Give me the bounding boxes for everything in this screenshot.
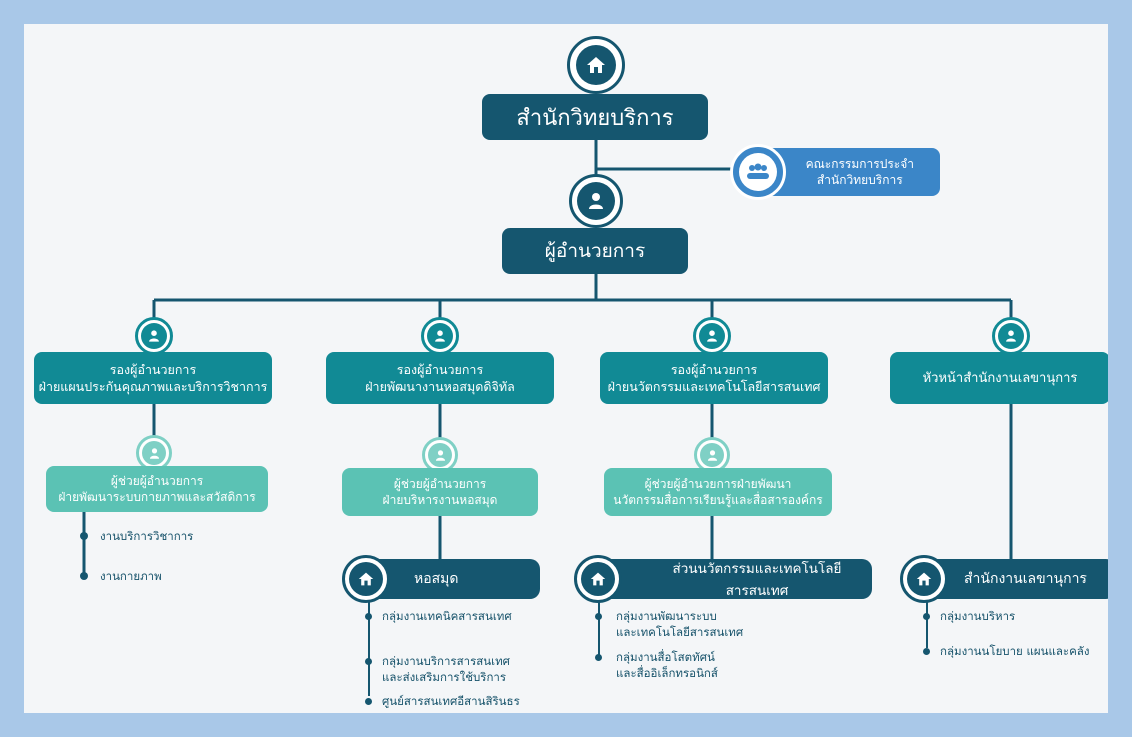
assistant1-division: ฝ่ายพัฒนาระบบกายภาพและสวัสดิการ [58,490,256,504]
list-bullet [80,572,88,580]
vp1-person-icon [135,317,173,355]
list-bullet [365,613,372,620]
assistant2-box: ผู้ช่วยผู้อำนวยการ ฝ่ายบริหารงานหอสมุด [342,468,538,516]
director-person-icon [569,174,623,228]
diagram-frame: สำนักวิทยบริการ คณะกรรมการประจำ สำนักวิท… [10,10,1122,727]
assistant3-person-icon [694,437,730,473]
vp3-title: รองผู้อำนวยการ [670,362,758,377]
head-secretary-box: หัวหน้าสำนักงานเลขานุการ [890,352,1108,404]
assistant1-box: ผู้ช่วยผู้อำนวยการ ฝ่ายพัฒนาระบบกายภาพแล… [46,466,268,512]
list-item: กลุ่มงานบริการสารสนเทศ [382,654,510,668]
group-icon [730,144,786,200]
head-secretary-person-icon [992,317,1030,355]
director-label: ผู้อำนวยการ [544,240,646,262]
org-chart: สำนักวิทยบริการ คณะกรรมการประจำ สำนักวิท… [24,24,1108,713]
list-item: กลุ่มงานสื่อโสตทัศน์ [616,650,715,664]
vp1-title: รองผู้อำนวยการ [109,362,197,377]
vp2-person-icon [421,317,459,355]
vp2-box: รองผู้อำนวยการ ฝ่ายพัฒนางานหอสมุดดิจิทัล [326,352,554,404]
library-unit-label: หอสมุด [414,571,459,587]
list-bullet [923,613,930,620]
list-item: กลุ่มงานนโยบาย แผนและคลัง [940,644,1090,658]
home-icon [567,36,625,94]
innovation-home-icon [574,555,622,603]
head-secretary-title: หัวหน้าสำนักงานเลขานุการ [922,370,1078,386]
vp3-person-icon [693,317,731,355]
list-item: และสื่ออิเล็กทรอนิกส์ [616,666,718,680]
list-bullet [923,648,930,655]
vp1-box: รองผู้อำนวยการ ฝ่ายแผนประกันคุณภาพและบริ… [34,352,272,404]
assistant1-person-icon [136,435,172,471]
list-bullet [365,658,372,665]
root-box: สำนักวิทยบริการ [482,94,708,140]
list-item: งานบริการวิชาการ [100,529,194,543]
assistant1-title: ผู้ช่วยผู้อำนวยการ [110,474,204,488]
library-home-icon [342,555,390,603]
assistant3-box: ผู้ช่วยผู้อำนวยการฝ่ายพัฒนา นวัตกรรมสื่อ… [604,468,832,516]
list-bullet [595,613,602,620]
list-bullet [595,654,602,661]
secretary-unit-box: สำนักงานเลขานุการ [912,559,1108,599]
vp1-division: ฝ่ายแผนประกันคุณภาพและบริการวิชาการ [38,379,268,394]
root-label: สำนักวิทยบริการ [516,105,674,131]
connector-lines [82,124,1013,696]
assistant2-title: ผู้ช่วยผู้อำนวยการ [393,477,487,491]
secretary-unit-label: สำนักงานเลขานุการ [964,571,1087,587]
list-item: กลุ่มงานพัฒนาระบบ [616,609,717,623]
list-item: กลุ่มงานบริหาร [940,609,1016,623]
list-item: และส่งเสริมการใช้บริการ [382,670,507,684]
director-box: ผู้อำนวยการ [502,228,688,274]
committee-line1: คณะกรรมการประจำ [805,157,914,171]
list-bullet [365,698,372,705]
assistant2-division: ฝ่ายบริหารงานหอสมุด [382,493,498,507]
innovation-unit-label: ส่วนนวัตกรรมและเทคโนโลยีสารสนเทศ [672,561,842,599]
vp3-box: รองผู้อำนวยการ ฝ่ายนวัตกรรมและเทคโนโลยีส… [600,352,828,404]
list-item: และเทคโนโลยีสารสนเทศ [616,625,744,639]
committee-line2: สำนักวิทยบริการ [816,173,903,187]
list-bullet [80,532,88,540]
innovation-unit-box: ส่วนนวัตกรรมและเทคโนโลยีสารสนเทศ [586,559,872,599]
secretary-home-icon [900,555,948,603]
vp3-division: ฝ่ายนวัตกรรมและเทคโนโลยีสารสนเทศ [607,379,821,394]
list-item: กลุ่มงานเทคนิคสารสนเทศ [382,609,512,623]
assistant3-title: ผู้ช่วยผู้อำนวยการฝ่ายพัฒนา [644,477,792,491]
list-item: งานกายภาพ [100,569,162,583]
vp2-division: ฝ่ายพัฒนางานหอสมุดดิจิทัล [365,379,515,394]
vp2-title: รองผู้อำนวยการ [396,362,484,377]
assistant3-division: นวัตกรรมสื่อการเรียนรู้และสื่อสารองค์กร [613,493,823,507]
list-item: ศูนย์สารสนเทศอีสานสิรินธร [382,694,520,708]
